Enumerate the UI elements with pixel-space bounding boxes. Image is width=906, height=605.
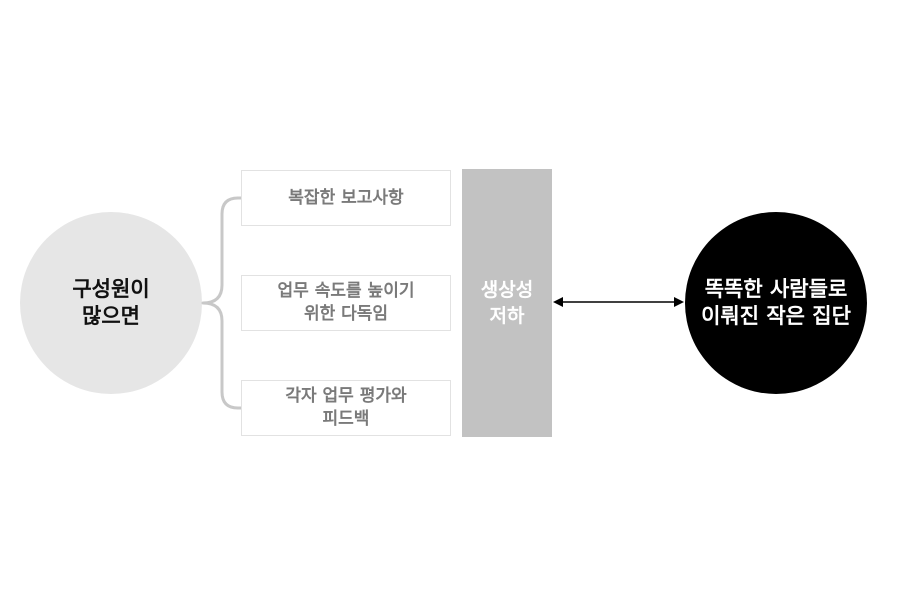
factor-box-3: 각자 업무 평가와 피드백: [241, 380, 451, 436]
right-circle-label: 똑똑한 사람들로 이뤄진 작은 집단: [701, 276, 851, 330]
brace-connector: [201, 196, 243, 410]
bar-line-1: 생상성: [480, 279, 534, 301]
left-circle-line-1: 구성원이: [72, 277, 150, 301]
factor-3-line-2: 피드백: [322, 409, 370, 429]
factor-box-3-label: 각자 업무 평가와 피드백: [285, 385, 406, 431]
factor-2-line-2: 위한 다독임: [303, 304, 389, 324]
left-circle-label: 구성원이 많으면: [72, 276, 149, 330]
arrow-head-left: [553, 297, 563, 307]
productivity-drop-label: 생상성 저하: [481, 277, 533, 329]
left-circle-large-group: 구성원이 많으면: [20, 212, 202, 394]
factor-2-line-1: 업무 속도를 높이기: [277, 281, 415, 301]
bar-line-2: 저하: [489, 305, 525, 327]
factor-box-1: 복잡한 보고사항: [241, 170, 451, 226]
right-circle-small-group: 똑똑한 사람들로 이뤄진 작은 집단: [685, 212, 867, 394]
double-arrow: [553, 297, 684, 307]
factor-box-2: 업무 속도를 높이기 위한 다독임: [241, 275, 451, 331]
right-circle-line-1: 똑똑한 사람들로: [704, 277, 848, 301]
productivity-drop-bar: 생상성 저하: [462, 169, 552, 437]
factor-3-line-1: 각자 업무 평가와: [285, 386, 407, 406]
left-circle-line-2: 많으면: [82, 304, 140, 328]
factor-box-1-label: 복잡한 보고사항: [288, 187, 403, 210]
factor-1-line-1: 복잡한 보고사항: [288, 187, 404, 208]
factor-box-2-label: 업무 속도를 높이기 위한 다독임: [278, 280, 415, 326]
right-circle-line-2: 이뤄진 작은 집단: [701, 304, 851, 328]
arrow-head-right: [674, 297, 684, 307]
